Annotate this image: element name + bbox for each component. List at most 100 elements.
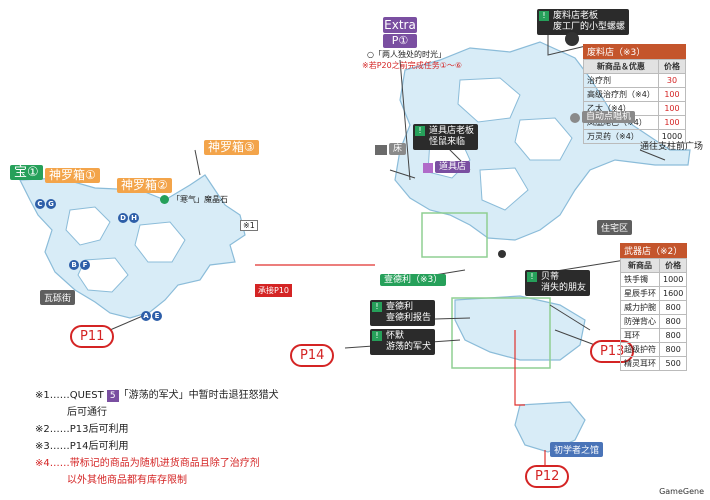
route-lines	[255, 264, 546, 465]
weapon-shop-title: 武器店（※2）	[620, 243, 688, 258]
item-price: 500	[658, 356, 688, 371]
item-owner-name: 道具店老板	[429, 126, 475, 136]
green-highlight-box	[451, 297, 551, 369]
extra-sub: P①	[383, 34, 417, 48]
beimai-quest: ! 贝蒂 消失的朋友	[525, 270, 591, 296]
item-price: 800	[658, 342, 688, 357]
table-row: 万灵药（※4）1000	[583, 129, 687, 144]
kamira-box-3: 神罗箱③	[204, 140, 259, 155]
gem-label: 「寒气」魔晶石	[172, 195, 228, 204]
extra-marker: Extra P①	[383, 17, 417, 48]
area-house-label: 住宅区	[597, 220, 633, 235]
quest-number-badge: 5	[106, 390, 119, 402]
npc-icon	[498, 250, 506, 258]
kamira-box-1: 神罗箱①	[45, 168, 100, 183]
item-price: 1000	[658, 272, 688, 287]
quest-badge: !	[372, 302, 382, 312]
item-name: 超级护符	[620, 342, 660, 357]
circle-marker: B	[69, 260, 79, 270]
item-shop-icon	[423, 163, 433, 173]
wukai-npc-name: 怀默	[386, 331, 405, 341]
item-name: 治疗剂	[583, 73, 659, 88]
item-shop-label: 道具店	[435, 161, 471, 173]
kamira-box-2: 神罗箱②	[117, 178, 172, 193]
item-price: 1600	[658, 286, 688, 301]
quest-badge: !	[415, 126, 425, 136]
wukai-quest-name: 游荡的军犬	[386, 342, 432, 352]
material-npc-icon	[565, 32, 579, 46]
extra-note1: ○「两人独处的时光」	[367, 50, 446, 59]
gem-icon	[160, 195, 169, 204]
green-highlight-box	[421, 212, 488, 258]
note-row: ※1……QUEST 5「游荡的军犬」中暂时击退狂怒猎犬	[35, 387, 279, 404]
circle-marker: H	[129, 213, 139, 223]
quest-badge: !	[539, 11, 549, 21]
circle-marker: C	[35, 199, 45, 209]
left-area-islands	[65, 206, 186, 293]
note-row: ※3……P14后可利用	[35, 441, 129, 452]
circle-marker: E	[152, 311, 162, 321]
mid-area-water	[454, 295, 586, 453]
jukebox-label: 自动点唱机	[582, 111, 636, 123]
quest-badge: !	[372, 331, 382, 341]
note-row: ※4……带标记的商品为随机进货商品且除了治疗剂	[35, 458, 260, 469]
circle-marker: G	[46, 199, 56, 209]
jukebox-icon	[570, 113, 580, 123]
ruins-label: 壹德利（※3）	[380, 274, 447, 286]
wukai-quest: ! 怀默 游荡的军犬	[370, 329, 436, 355]
item-price: 1000	[657, 129, 687, 144]
note-row: 以外其他商品都有库存限制	[67, 475, 187, 486]
material-owner-name: 废料店老板	[553, 11, 599, 21]
scrap-shop-col-item: 新商品＆优惠	[583, 59, 659, 74]
item-name: 铁手镯	[620, 272, 660, 287]
material-owner-quest: ! 废料店老板 废工厂的小型螺螺	[537, 9, 630, 35]
item-name: 高级治疗剂（※4）	[583, 87, 659, 102]
watermark: GameGene	[659, 487, 704, 496]
item-price: 100	[657, 87, 687, 102]
ruins-quest-name: 壹德利报告	[386, 313, 432, 323]
ref1-label: ※1	[240, 220, 258, 231]
circle-marker: D	[118, 213, 128, 223]
material-owner-quest-name: 废工厂的小型螺螺	[553, 22, 626, 32]
page-ref-p14[interactable]: P14	[290, 344, 335, 367]
item-name: 耳环	[620, 328, 660, 343]
item-name: 星辰手环	[620, 286, 660, 301]
circle-marker: F	[80, 260, 90, 270]
item-price: 800	[658, 314, 688, 329]
table-row: 高级治疗剂（※4）100	[583, 87, 687, 102]
item-owner-quest-name: 怪鼠来临	[429, 137, 466, 147]
note-text: ※1……QUEST	[35, 390, 107, 401]
capture-label: 承接P10	[255, 284, 293, 297]
area-wa-label: 瓦砾街	[40, 290, 76, 305]
page-ref-p12[interactable]: P12	[525, 465, 570, 488]
beimai-npc-name: 贝蒂	[541, 272, 560, 282]
goto-plaza-label: 通往支柱前广场	[640, 142, 704, 152]
weapon-shop-col-item: 新商品	[620, 258, 660, 273]
bed-icon	[375, 145, 387, 155]
page-ref-p11[interactable]: P11	[70, 325, 115, 348]
item-owner-quest: ! 道具店老板 怪鼠来临	[413, 124, 479, 150]
extra-title: Extra	[383, 17, 417, 33]
item-price: 800	[658, 328, 688, 343]
treasure-tag: 宝①	[10, 165, 43, 180]
item-price: 800	[658, 300, 688, 315]
circle-marker: A	[141, 311, 151, 321]
item-name: 万灵药（※4）	[583, 129, 659, 144]
note-row: 后可通行	[67, 407, 107, 418]
beimai-quest-name: 消失的朋友	[541, 283, 587, 293]
item-price: 30	[657, 73, 687, 88]
item-name: 威力护腕	[620, 300, 660, 315]
area-beginner-label: 初学者之馆	[550, 442, 604, 457]
